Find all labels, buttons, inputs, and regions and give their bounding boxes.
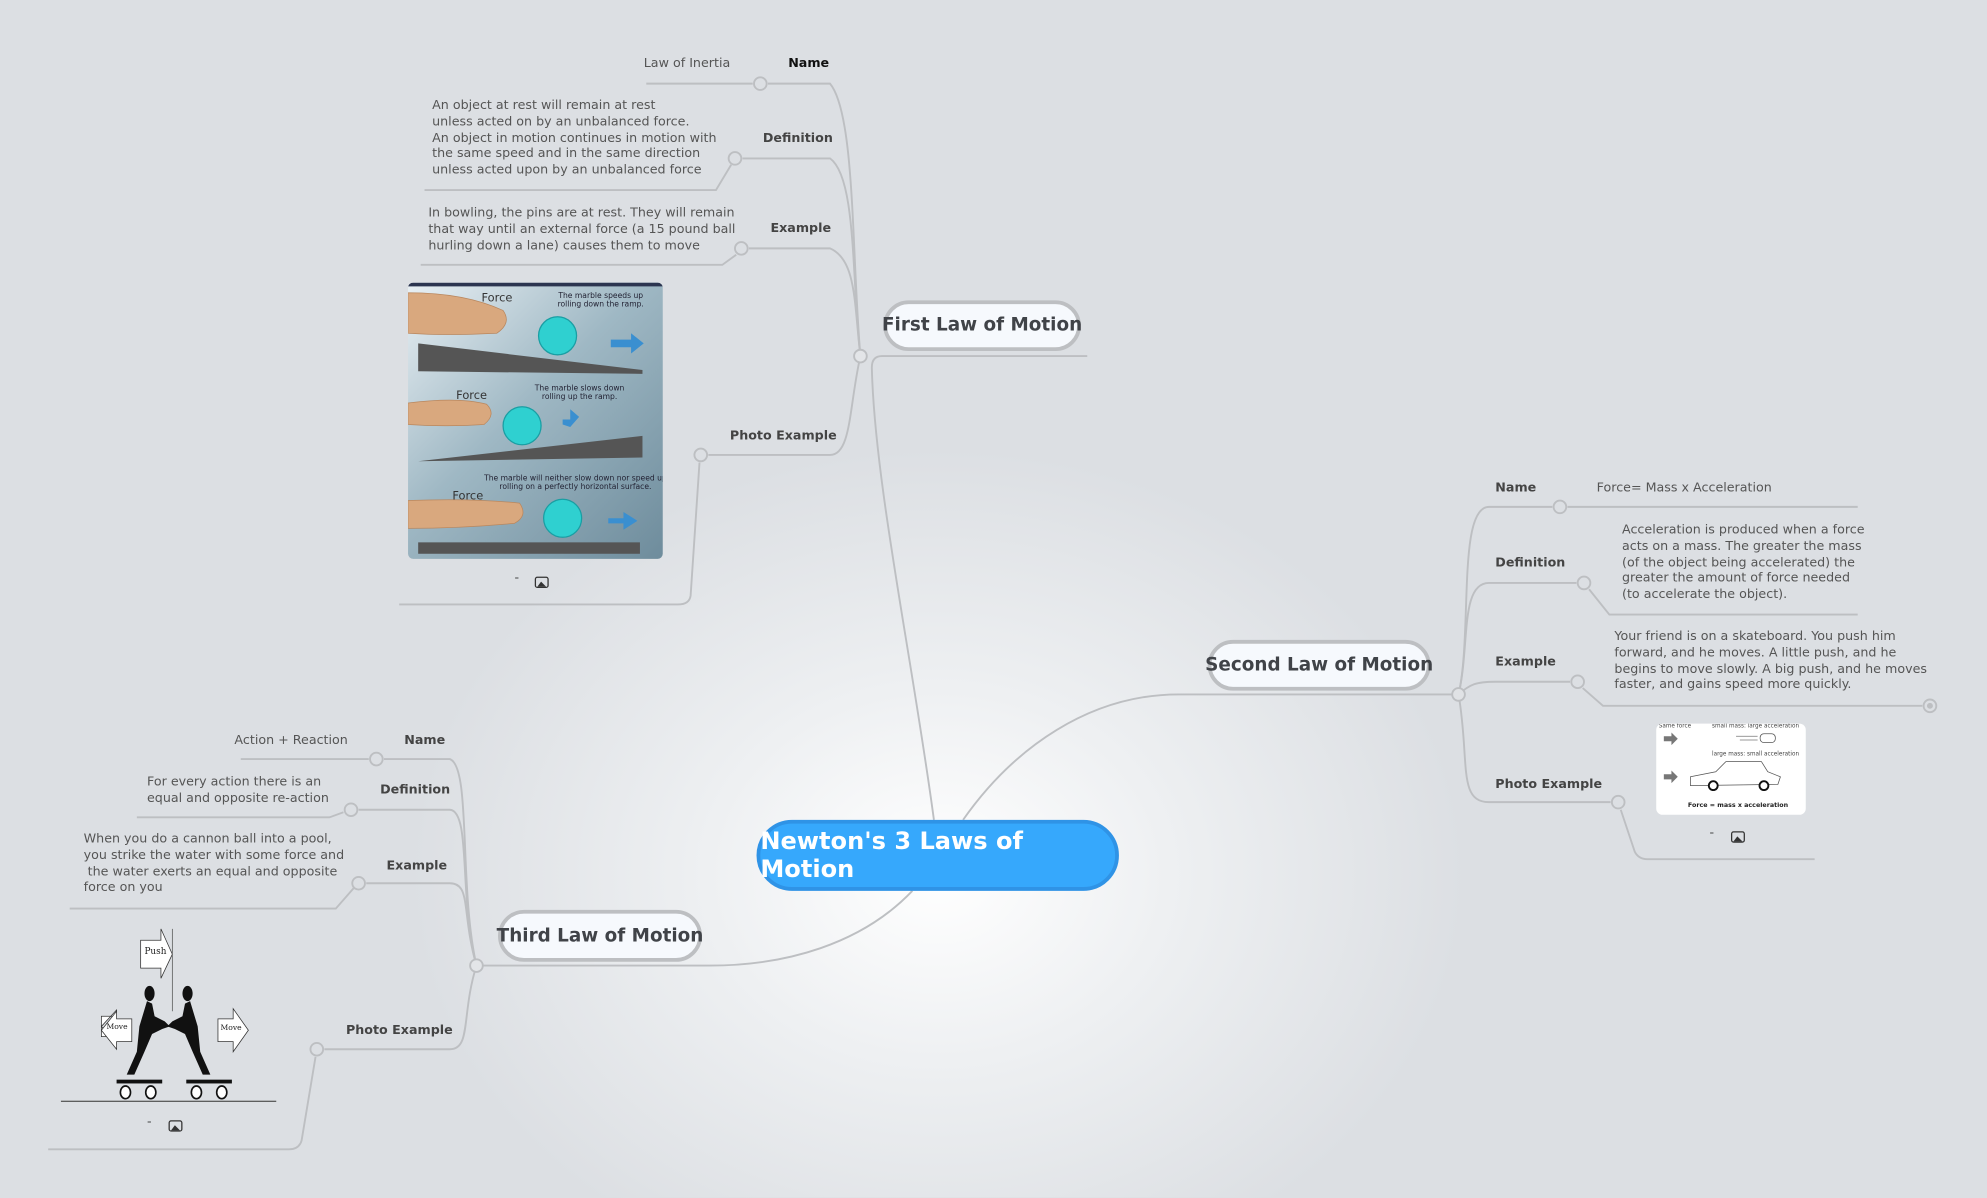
marble-caption-1: The marble speeds up rolling down the ra… [557,291,644,310]
first-law-topic[interactable]: First Law of Motion [882,300,1082,352]
first-law-example-text[interactable]: In bowling, the pins are at rest. They w… [428,206,736,253]
third-law-photo-caption: - [146,1115,152,1130]
first-law-example-label[interactable]: Example [770,221,832,236]
force-label: Force [452,488,483,502]
second-law-topic[interactable]: Second Law of Motion [1205,639,1433,691]
same-force-text: Same force [1658,723,1692,730]
third-law-photo-label[interactable]: Photo Example [345,1023,453,1038]
third-law-name-label[interactable]: Name [404,733,446,748]
marble-caption-2: The marble slows down rolling up the ram… [534,383,625,402]
marble-caption-3: The marble will neither slow down nor sp… [484,473,663,492]
first-law-name-label[interactable]: Name [788,57,830,71]
small-mass-text: small mass: large acceleration [1711,723,1800,730]
image-icon[interactable] [1730,831,1745,843]
second-law-definition-label[interactable]: Definition [1495,556,1566,571]
first-law-photo-caption: - [514,571,520,586]
second-law-definition-text[interactable]: Acceleration is produced when a force ac… [1622,523,1865,603]
force-label: Force [456,388,487,402]
large-mass-text: large mass: small acceleration [1711,751,1800,758]
push-text: Push [144,946,167,957]
move-text-right: Move [220,1023,242,1033]
second-law-name-label[interactable]: Name [1495,481,1537,496]
first-law-photo[interactable]: Force Force Force The marble speeds up r… [408,282,663,559]
second-law-name-value[interactable]: Force= Mass x Acceleration [1596,481,1772,496]
third-law-name-value[interactable]: Action + Reaction [234,733,348,748]
third-law-example-text[interactable]: When you do a cannon ball into a pool, y… [83,832,345,896]
second-law-photo-caption: - [1709,826,1715,841]
first-law-name-value[interactable]: Law of Inertia [643,57,731,71]
second-law-example-label[interactable]: Example [1495,655,1556,670]
third-law-photo[interactable]: Push Move Move [60,925,279,1105]
third-law-definition-label[interactable]: Definition [380,783,451,798]
image-icon[interactable] [534,576,549,588]
third-law-definition-text[interactable]: For every action there is an equal and o… [146,775,329,806]
third-law-topic[interactable]: Third Law of Motion [497,909,703,962]
move-text-left: Move [106,1022,128,1032]
force-label: Force [482,291,513,305]
second-law-example-text[interactable]: Your friend is on a skateboard. You push… [1614,629,1927,693]
third-law-example-label[interactable]: Example [386,859,448,874]
central-topic[interactable]: Newton's 3 Laws of Motion [756,819,1119,891]
first-law-definition-label[interactable]: Definition [762,131,833,146]
first-law-definition-text[interactable]: An object at rest will remain at rest un… [432,98,717,178]
image-icon[interactable] [168,1120,183,1132]
formula-text: Force = mass x acceleration [1687,802,1789,810]
second-law-photo[interactable]: Same force small mass: large acceleratio… [1656,723,1806,815]
second-law-photo-label[interactable]: Photo Example [1495,778,1603,792]
first-law-photo-label[interactable]: Photo Example [729,429,837,444]
